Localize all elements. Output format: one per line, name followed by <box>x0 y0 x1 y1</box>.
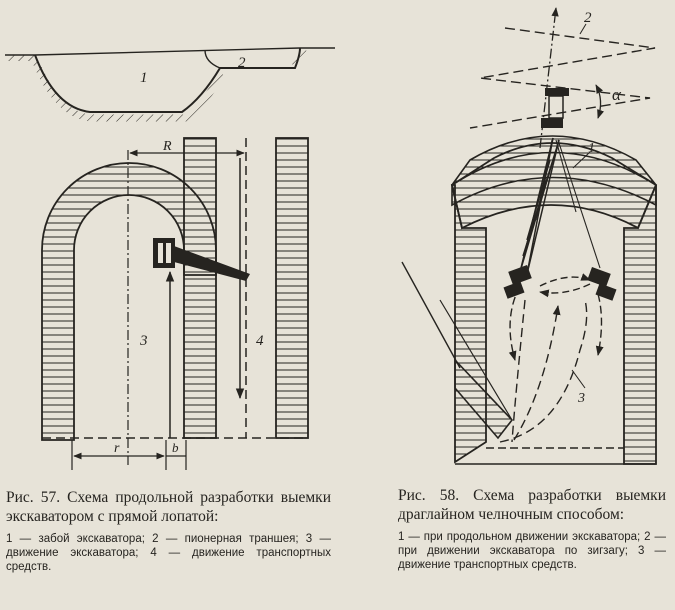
fig58-label-zigzag: 2 <box>584 10 592 26</box>
fig58-alpha-arc <box>595 84 605 119</box>
fig57-caption-legend: 1 — забой экскаватора; 2 — пионерная тра… <box>6 533 331 573</box>
fig57-excavator <box>153 238 250 281</box>
figure57-drawing: 1 2 <box>5 47 335 470</box>
fig58-guide-lines <box>535 139 601 269</box>
fig58-movement-arrows <box>499 273 604 443</box>
fig58-label-longitudinal: 1 <box>588 141 595 156</box>
fig58-zigzag-path <box>469 27 656 129</box>
fig57-label-r: r <box>114 441 120 456</box>
fig58-label-alpha: α <box>612 85 622 104</box>
fig57-trench-strips <box>183 137 309 439</box>
fig57-label-b: b <box>172 440 179 455</box>
fig58-excavator-top <box>541 88 569 128</box>
fig57-label-trench: 2 <box>238 55 246 71</box>
fig58-side-walls <box>450 184 657 465</box>
fig58-exit-ramp <box>454 357 514 440</box>
fig57-label-transport-move: 4 <box>256 333 264 349</box>
fig57-dimensions-bottom <box>71 440 187 470</box>
figure58-drawing: 1 2 α 3 <box>401 7 658 465</box>
fig57-cross-section <box>5 47 335 122</box>
fig58-caption-title: Рис. 58. Схема разработки выемки драглай… <box>398 487 666 523</box>
fig58-label-transport: 3 <box>577 391 585 406</box>
fig58-caption-legend: 1 — при продольном движении экскаватора;… <box>398 531 666 571</box>
fig58-caption: Рис. 58. Схема разработки выемки драглай… <box>398 486 666 572</box>
fig57-caption: Рис. 57. Схема продольной разработки вые… <box>6 488 331 574</box>
fig58-excavator-bottom <box>503 265 617 301</box>
fig57-label-radius: R <box>162 139 172 154</box>
diagram-canvas: 1 2 <box>5 7 658 470</box>
fig57-label-forward: 1 <box>140 70 148 86</box>
fig57-caption-title: Рис. 57. Схема продольной разработки вые… <box>6 489 331 525</box>
fig57-label-excavator-move: 3 <box>139 333 148 349</box>
